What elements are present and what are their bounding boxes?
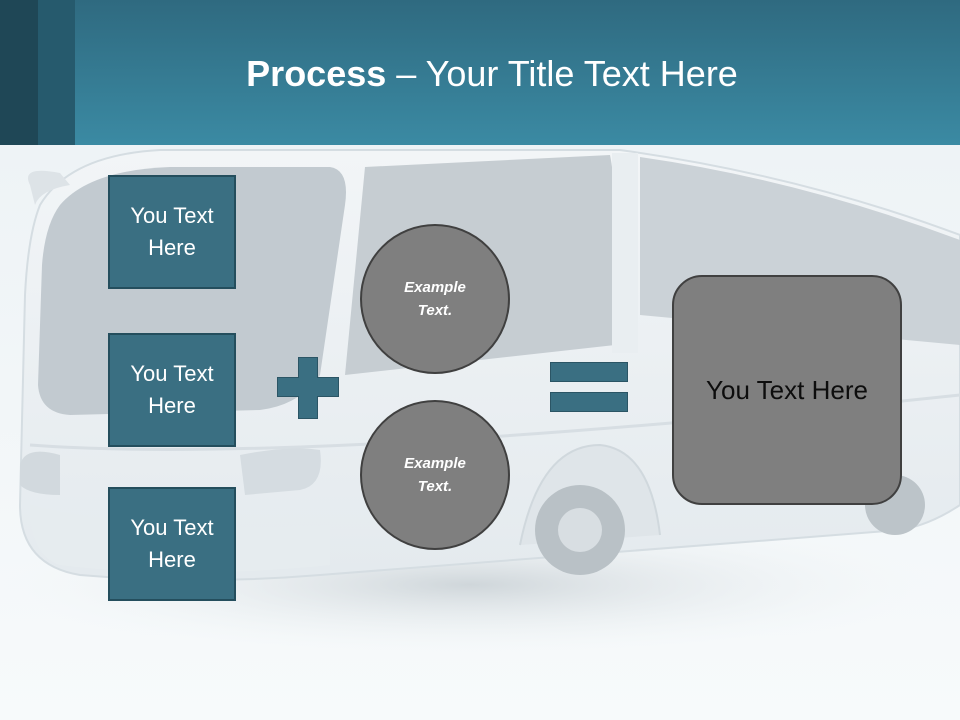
result-box[interactable]: You Text Here xyxy=(672,275,902,505)
example-circle-2[interactable]: Example Text. xyxy=(360,400,510,550)
plus-icon xyxy=(277,357,339,419)
equals-bar-top xyxy=(550,362,628,382)
text-box-label: You Text Here xyxy=(130,515,214,572)
result-label: You Text Here xyxy=(706,374,868,405)
equals-icon xyxy=(550,362,628,414)
title-bold-text: Process xyxy=(246,53,387,94)
text-box-label: You Text Here xyxy=(130,361,214,418)
example-circle-1[interactable]: Example Text. xyxy=(360,224,510,374)
header-accent-band xyxy=(0,0,38,145)
equals-bar-bottom xyxy=(550,392,628,412)
text-box-3[interactable]: You Text Here xyxy=(108,487,236,601)
text-box-1[interactable]: You Text Here xyxy=(108,175,236,289)
circle-label: Example Text. xyxy=(404,279,466,319)
text-box-2[interactable]: You Text Here xyxy=(108,333,236,447)
header-accent-band xyxy=(38,0,75,145)
circle-label: Example Text. xyxy=(404,455,466,495)
plus-center xyxy=(298,378,318,396)
text-box-label: You Text Here xyxy=(130,203,214,260)
header-bar xyxy=(0,0,960,145)
title-rest-text: – Your Title Text Here xyxy=(386,53,738,94)
slide-title: Process – Your Title Text Here xyxy=(0,52,960,96)
